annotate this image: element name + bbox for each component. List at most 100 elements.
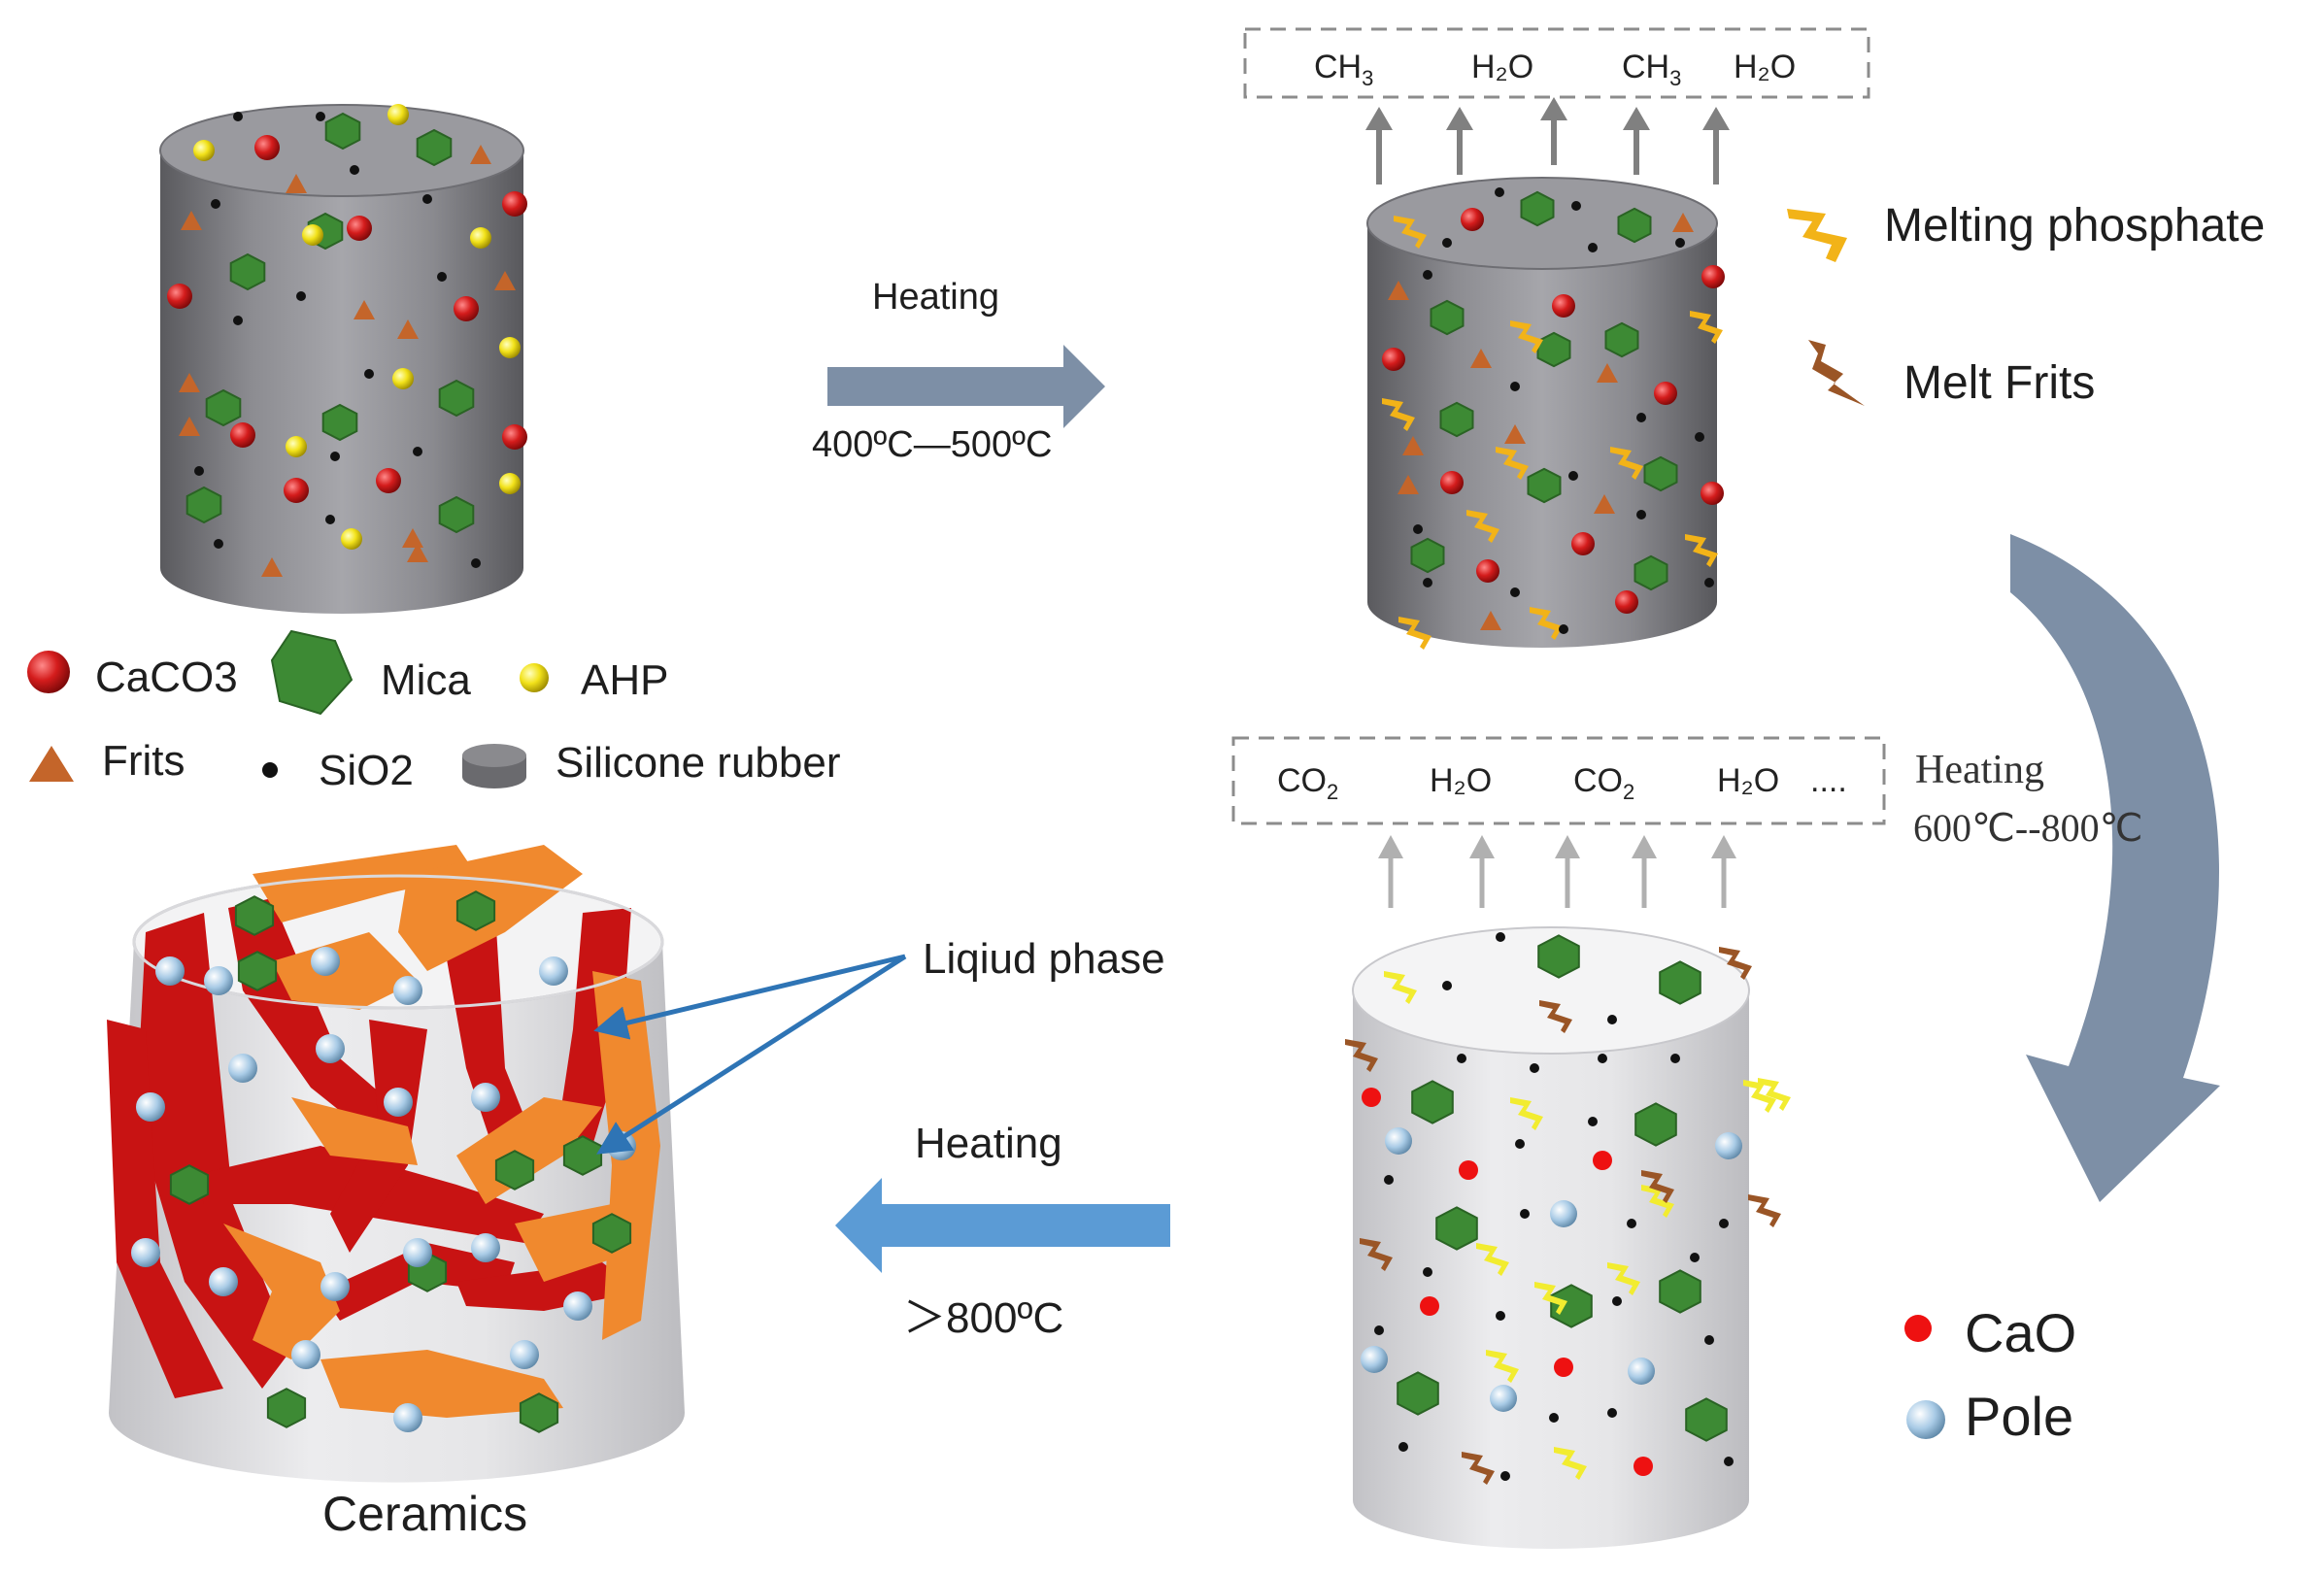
melt-frit-particle	[1641, 1170, 1674, 1203]
sio2-particle	[1384, 1175, 1394, 1185]
mica-particle	[321, 403, 358, 442]
sio2-particle	[233, 316, 243, 325]
mica-particle	[1550, 1284, 1593, 1328]
sio2-particle	[1636, 510, 1646, 520]
pole-particle	[1361, 1346, 1388, 1373]
silicone-rubber-legend-icon	[462, 744, 526, 788]
phosphate-particle	[1476, 1243, 1509, 1276]
sio2-particle	[1588, 1117, 1598, 1126]
sio2-particle	[1571, 201, 1581, 211]
phosphate-particle	[1685, 534, 1718, 567]
phosphate-particle	[1510, 1097, 1543, 1130]
mica-particle	[1659, 1269, 1701, 1314]
pole-particle	[320, 1272, 350, 1301]
caco3-particle	[502, 424, 527, 450]
pole-particle	[204, 966, 233, 995]
pole-particle	[228, 1054, 257, 1083]
sio2-particle	[1695, 432, 1704, 442]
mica-particle	[237, 951, 278, 991]
frits-particle	[1480, 611, 1501, 630]
gas-release-arrows-mid	[1378, 835, 1736, 908]
caco3-legend-icon	[27, 651, 70, 693]
curved-heating-arrow-2	[2010, 534, 2220, 1202]
sio2-particle	[1675, 238, 1685, 248]
sio2-particle	[211, 199, 220, 209]
pole-particle	[155, 956, 185, 986]
pole-particle	[1715, 1132, 1742, 1159]
mica-particle	[1527, 467, 1562, 504]
frits-particle	[286, 174, 307, 193]
pole-particle	[563, 1291, 592, 1321]
sio2-particle	[1719, 1219, 1729, 1228]
legend-ahp: AHP	[581, 656, 668, 704]
phosphate-particle	[1610, 447, 1643, 480]
cao-particle	[1593, 1151, 1612, 1170]
sio2-particle	[1413, 524, 1423, 534]
sio2-particle	[1530, 1063, 1539, 1073]
pole-particle	[1628, 1358, 1655, 1385]
sio2-particle	[1612, 1296, 1622, 1306]
frits-particle	[402, 528, 423, 548]
pole-particle	[1385, 1127, 1412, 1155]
caco3-particle	[1701, 265, 1725, 288]
frits-particle	[179, 417, 200, 436]
sio2-particle	[364, 369, 374, 379]
cylinder-heated-600	[1352, 926, 1750, 1549]
phosphate-particle	[1554, 1447, 1587, 1480]
particle-layer	[131, 104, 1791, 1485]
sio2-particle	[437, 272, 447, 282]
step3-temp: ＞800ºC	[903, 1294, 1063, 1342]
mica-particle	[1411, 1080, 1454, 1124]
mica-particle	[1435, 1206, 1478, 1251]
frits-particle	[1594, 494, 1615, 514]
melt-frits-label: Melt Frits	[1903, 357, 2095, 409]
mica-particle	[591, 1213, 632, 1254]
caco3-particle	[376, 468, 401, 493]
gas-h2o-3: H₂O	[1430, 762, 1492, 799]
ceramics-label: Ceramics	[322, 1487, 527, 1541]
step2-label: Heating	[1915, 748, 2044, 792]
ahp-particle	[470, 227, 491, 249]
gas-h2o-4: H₂O	[1717, 762, 1779, 799]
cao-particle	[1634, 1457, 1653, 1476]
sio2-particle	[471, 558, 481, 568]
sio2-particle	[325, 515, 335, 524]
caco3-particle	[167, 284, 192, 309]
melt-frits-icon	[1808, 340, 1865, 406]
frits-particle	[1597, 363, 1618, 383]
gas-h2o-1: H₂O	[1471, 49, 1533, 85]
mica-particle	[494, 1150, 535, 1190]
mica-particle	[1397, 1371, 1439, 1416]
phosphate-particle	[1486, 1350, 1519, 1383]
sio2-particle	[1496, 932, 1505, 942]
heating-arrow-1	[827, 345, 1105, 428]
pole-particle	[471, 1083, 500, 1112]
frits-particle	[1398, 475, 1419, 494]
ahp-particle	[387, 104, 409, 125]
legend-silicone-rubber: Silicone rubber	[556, 739, 841, 787]
sio2-particle	[194, 466, 204, 476]
sio2-particle	[1442, 981, 1452, 990]
melt-frit-particle	[1748, 1194, 1781, 1227]
sio2-particle	[1607, 1408, 1617, 1418]
mica-particle	[1537, 934, 1580, 979]
cao-label: CaO	[1965, 1302, 2076, 1363]
pole-particle	[316, 1034, 345, 1063]
caco3-particle	[254, 135, 280, 160]
mica-particle	[1536, 331, 1571, 368]
frits-particle	[1672, 213, 1694, 232]
mica-particle	[455, 890, 496, 931]
phosphate-particle	[1607, 1262, 1640, 1295]
ahp-particle	[302, 224, 323, 246]
mica-particle	[229, 252, 266, 291]
mica-particle	[519, 1392, 559, 1433]
ahp-legend-icon	[520, 663, 549, 692]
sio2-particle	[1559, 624, 1568, 634]
caco3-particle	[1615, 590, 1638, 614]
sio2-particle	[1627, 1219, 1636, 1228]
caco3-particle	[1476, 559, 1499, 583]
right-legend-top: Melting phosphate Melt Frits	[1787, 200, 2265, 409]
caco3-particle	[454, 296, 479, 321]
melt-frit-particle	[1462, 1452, 1495, 1485]
sio2-particle	[1549, 1413, 1559, 1423]
